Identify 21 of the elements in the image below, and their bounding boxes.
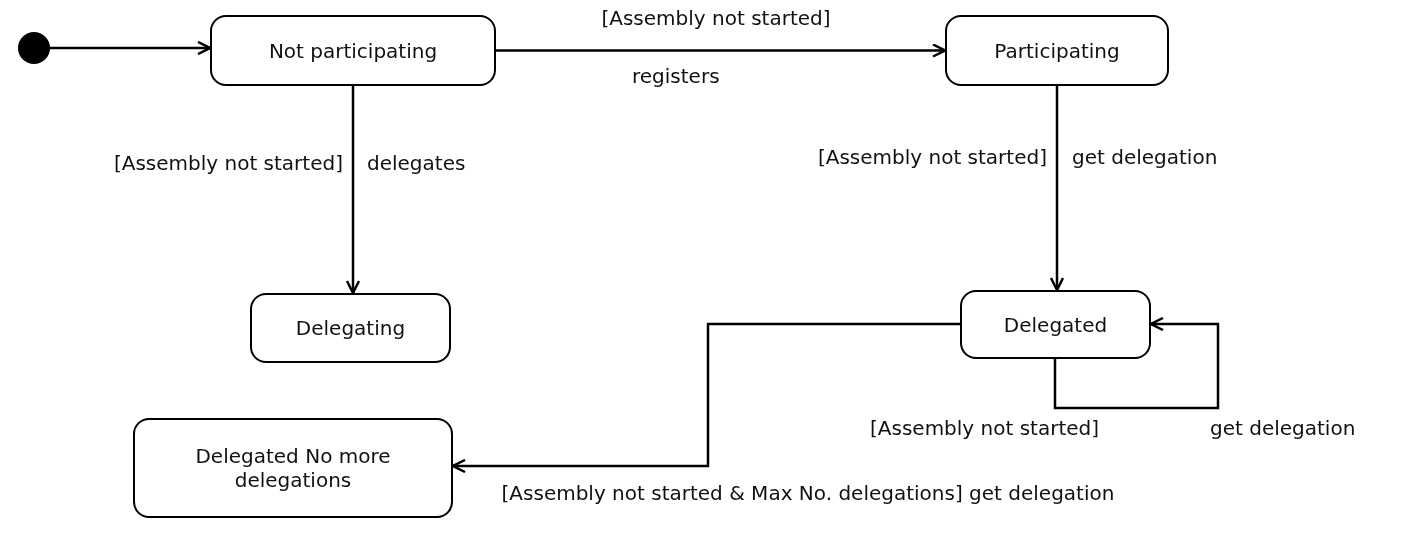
edge-label: [Assembly not started & Max No. delegations] get delegation: [500, 480, 1116, 506]
edge-label: [Assembly not started]: [601, 5, 831, 31]
transition-arrow: [345, 86, 361, 295]
initial-state-dot: [18, 32, 50, 64]
state-box: Participating: [945, 15, 1169, 86]
edge-label: [Assembly not started]: [113, 150, 343, 176]
event-label: registers: [632, 63, 720, 89]
transition-arrow: [451, 322, 960, 474]
transition-arrow: [496, 43, 947, 58]
event-label: get delegation: [1072, 144, 1218, 170]
edge-label: [Assembly not started]: [817, 144, 1047, 170]
state-box: Delegated No more delegations: [133, 418, 453, 518]
state-box: Delegating: [250, 293, 451, 363]
state-box: Delegated: [960, 290, 1151, 359]
state-box: Not participating: [210, 15, 496, 86]
edge-label: [Assembly not started]: [870, 415, 1100, 441]
event-label: get delegation: [1210, 415, 1356, 441]
transition-arrow: [1049, 86, 1065, 292]
transition-arrow: [50, 40, 212, 56]
transition-arrow: [1053, 316, 1220, 410]
event-label: delegates: [367, 150, 466, 176]
